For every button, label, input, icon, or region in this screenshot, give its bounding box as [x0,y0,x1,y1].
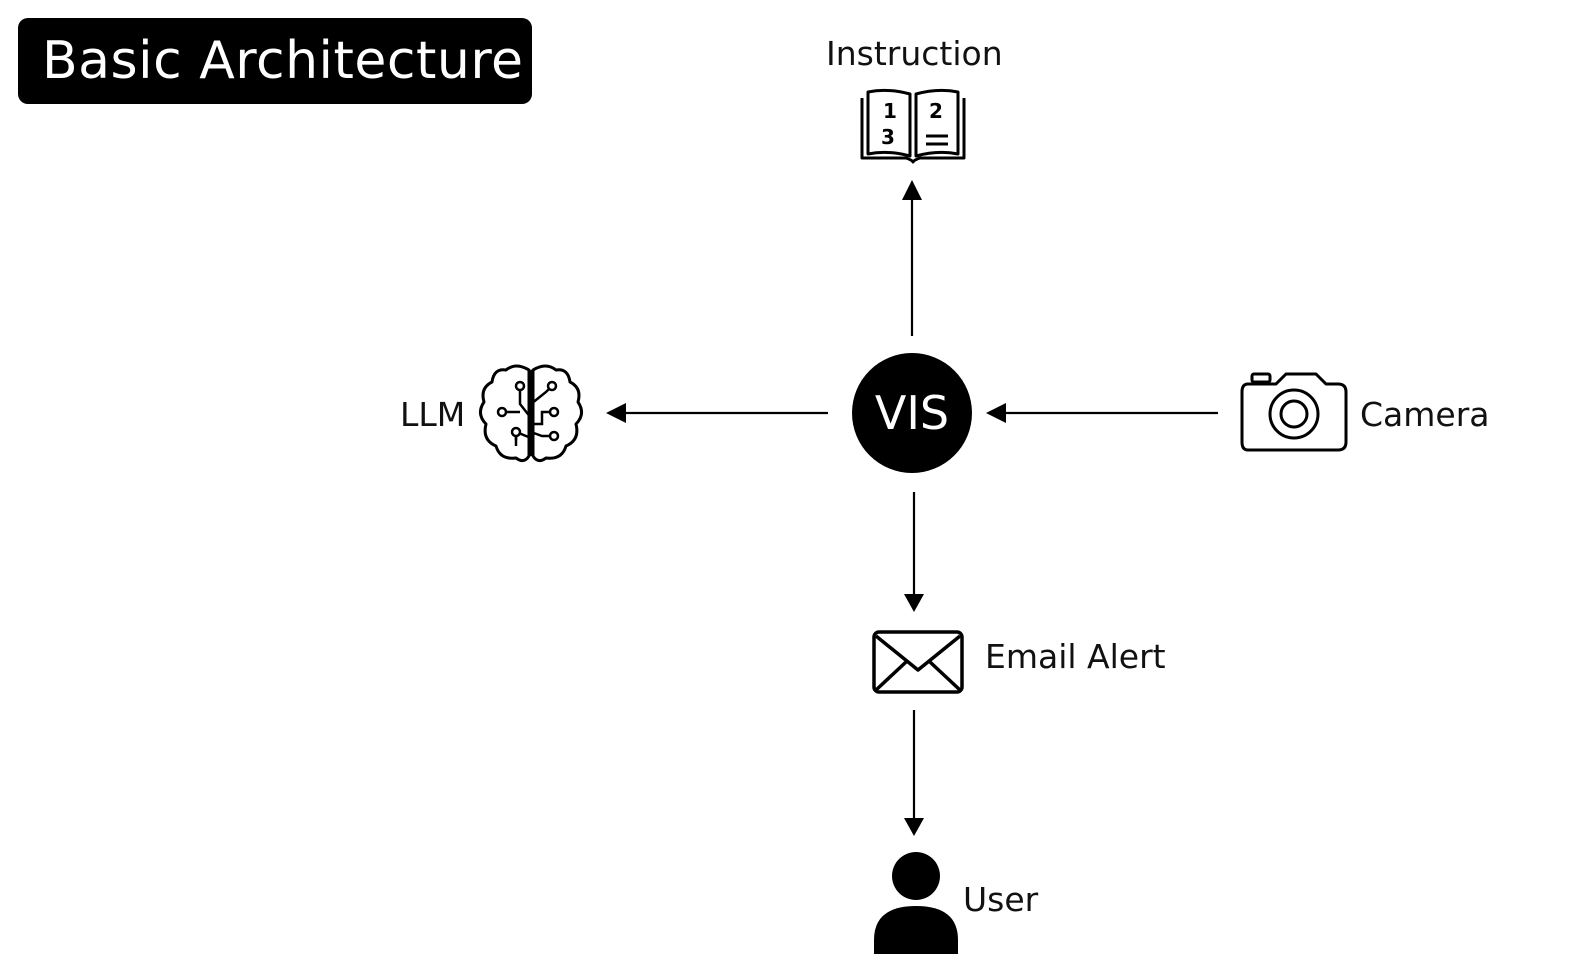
page-title: Basic Architecture [42,31,524,91]
vis-hub-node: VIS [852,353,972,473]
instruction-label: Instruction [826,34,1003,73]
arrowhead-email [904,594,924,612]
instruction-digit-1: 1 [883,99,897,123]
instruction-book-icon: 1 2 3 [860,88,966,164]
camera-icon [1240,372,1348,452]
arrowhead-llm [606,403,626,423]
user-label: User [963,880,1039,919]
arrowhead-user [904,818,924,836]
email-alert-label: Email Alert [985,637,1166,676]
title-banner: Basic Architecture [18,18,532,104]
instruction-digit-3: 3 [881,125,895,149]
llm-label: LLM [400,395,466,434]
arrowhead-vis [986,403,1006,423]
brain-circuit-icon [479,364,583,463]
envelope-icon [872,630,964,694]
camera-label: Camera [1360,395,1490,434]
instruction-digit-2: 2 [929,99,943,123]
arrowhead-instruction [902,180,922,200]
user-icon [874,852,958,954]
vis-hub-label: VIS [874,386,950,440]
